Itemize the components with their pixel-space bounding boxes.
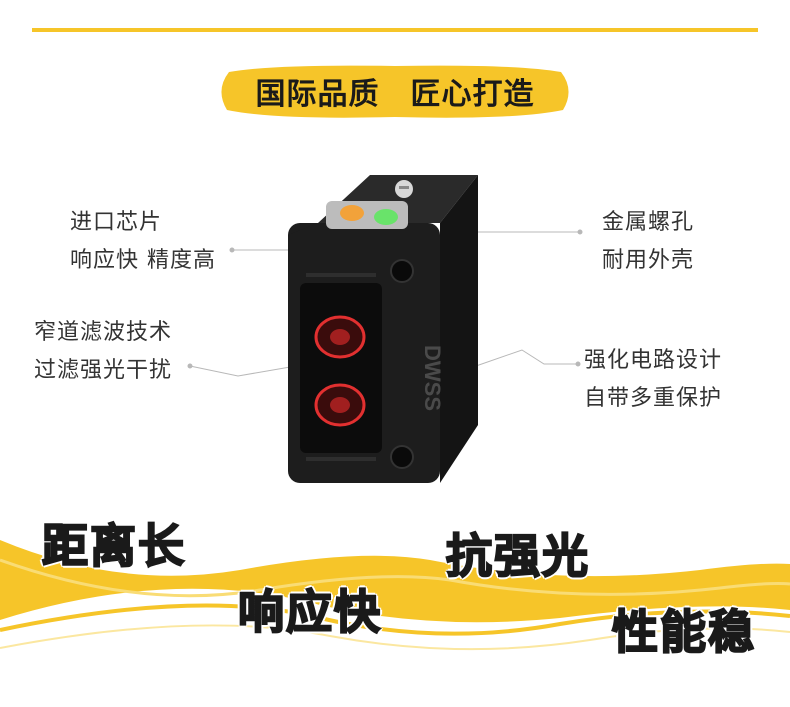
feature-filter-line2: 过滤强光干扰: [34, 358, 173, 383]
leader-chip-dot: [229, 247, 235, 253]
slogan-distance: 距离长: [41, 518, 186, 574]
slogan-stability: 性能稳: [611, 604, 756, 660]
top-divider: [32, 28, 758, 32]
feature-circuit-line1: 强化电路设计: [584, 348, 723, 373]
feature-filter: 窄道滤波技术 过滤强光干扰: [34, 314, 172, 390]
page-title: 国际品质 匠心打造: [255, 77, 535, 112]
feature-circuit-line2: 自带多重保护: [584, 386, 723, 411]
wave-decoration: [0, 540, 790, 651]
leader-circuit-dot: [575, 361, 581, 367]
feature-housing: 金属螺孔 耐用外壳: [602, 204, 694, 280]
leader-housing-dot: [577, 229, 583, 235]
feature-chip: 进口芯片 响应快 精度高: [70, 204, 216, 280]
title-brush-background: [221, 65, 569, 118]
leader-filter-dot: [187, 363, 193, 369]
feature-circuit: 强化电路设计 自带多重保护: [584, 342, 722, 418]
feature-housing-line1: 金属螺孔: [602, 210, 695, 235]
slogan-response: 响应快: [237, 584, 382, 640]
leader-filter: [189, 365, 297, 377]
feature-housing-line2: 耐用外壳: [602, 248, 695, 273]
feature-chip-line1: 进口芯片: [70, 210, 163, 235]
feature-filter-line1: 窄道滤波技术: [34, 320, 173, 345]
sensor-product-image: DWSS: [288, 175, 478, 483]
feature-chip-line2: 响应快 精度高: [70, 248, 216, 273]
leader-circuit: [475, 349, 578, 367]
slogan-anti-light: 抗强光: [445, 528, 590, 584]
title-banner: 国际品质 匠心打造: [215, 62, 575, 120]
product-logo: DWSS: [420, 345, 445, 411]
